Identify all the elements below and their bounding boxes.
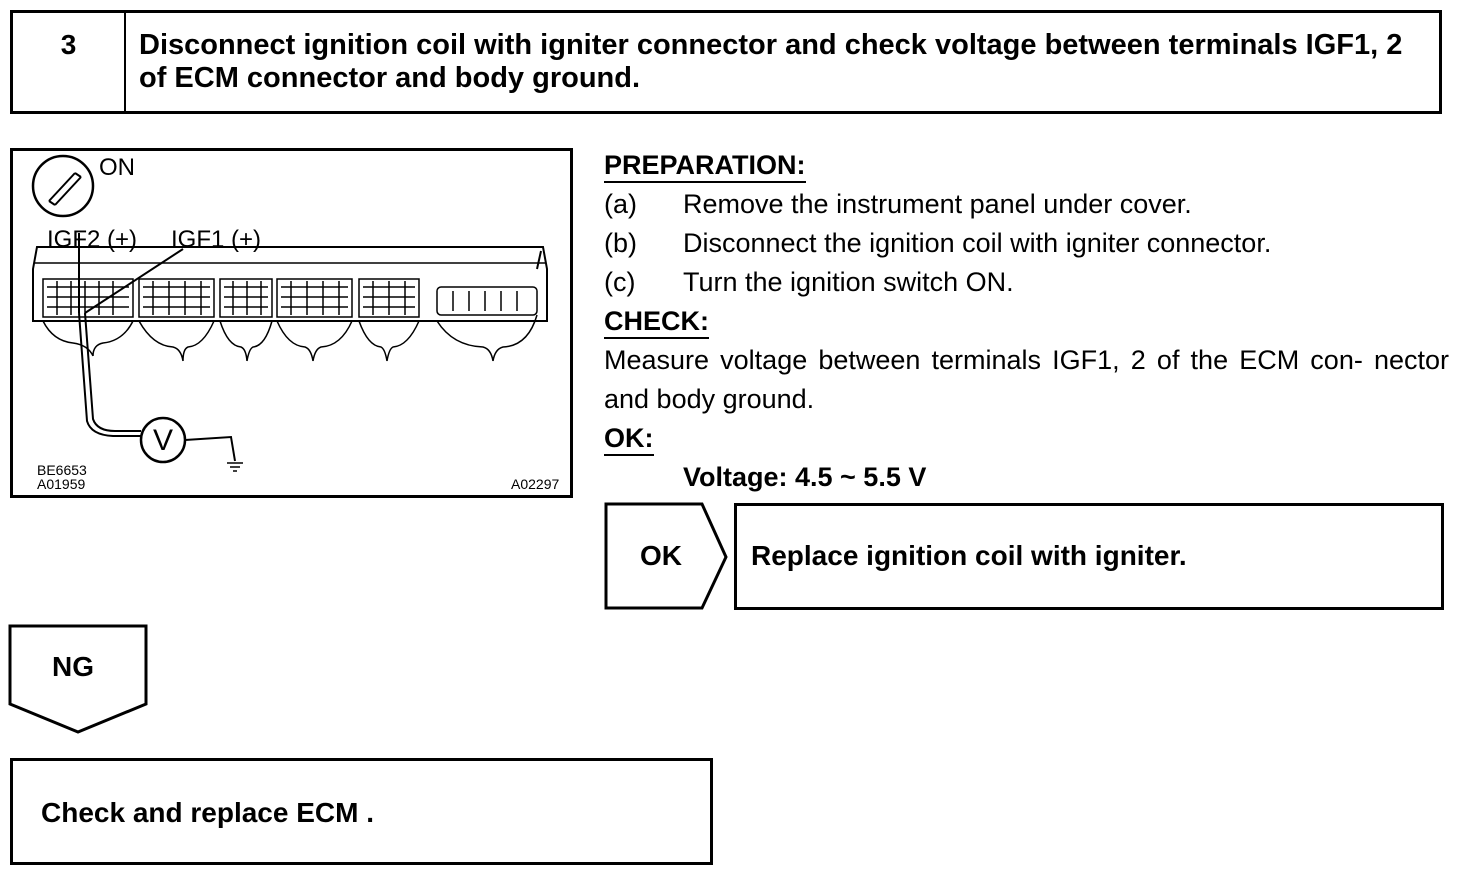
igf1-terminal-label: IGF1 (+) (171, 226, 262, 253)
ecm-housing (32, 246, 548, 322)
ok-tag-label: OK (640, 540, 682, 571)
preparation-heading: PREPARATION: (604, 149, 806, 183)
step-label: (a) (604, 189, 637, 219)
voltmeter-symbol: V (153, 424, 173, 457)
ok-result-text: Replace ignition coil with igniter. (751, 540, 1187, 571)
check-heading: CHECK: (604, 305, 709, 339)
switch-on-label: ON (99, 154, 135, 181)
figure-code-left-2: A01959 (37, 476, 86, 492)
ng-arrow-icon (8, 624, 148, 734)
step-header: 3 Disconnect ignition coil with igniter … (10, 10, 1442, 114)
step-text: Disconnect the ignition coil with ignite… (683, 228, 1272, 258)
figure-code-right: A02297 (511, 476, 560, 492)
step-title: Disconnect ignition coil with igniter co… (139, 29, 1403, 94)
ng-result-text: Check and replace ECM . (41, 797, 375, 828)
ok-result-box: Replace ignition coil with igniter. (734, 503, 1444, 610)
voltmeter-icon: V (139, 416, 236, 464)
ecm-connectors (42, 278, 538, 318)
ground-icon (227, 462, 243, 472)
step-number: 3 (13, 13, 126, 111)
figure-code-left-1: BE6653 (37, 462, 87, 478)
ok-arrow-icon (604, 502, 728, 610)
igf2-terminal-label: IGF2 (+) (47, 226, 138, 253)
ecm-connector-illustration: V (31, 154, 548, 472)
preparation-step: (a) Remove the instrument panel under co… (604, 185, 1449, 224)
instructions: PREPARATION: (a) Remove the instrument p… (604, 146, 1449, 497)
preparation-step: (b) Disconnect the ignition coil with ig… (604, 224, 1449, 263)
check-text: Measure voltage between terminals IGF1, … (604, 345, 1449, 414)
step-text: Remove the instrument panel under cover. (683, 189, 1192, 219)
step-text: Turn the ignition switch ON. (683, 267, 1014, 297)
ignition-switch-icon (31, 154, 95, 218)
voltage-spec: Voltage: 4.5 ~ 5.5 V (683, 462, 927, 492)
wiring-diagram: V ON IGF2 (+) IGF1 (+) BE6653 A01959 A02… (10, 148, 573, 498)
ng-result-box: Check and replace ECM . (10, 758, 713, 865)
preparation-step: (c) Turn the ignition switch ON. (604, 263, 1449, 302)
step-label: (b) (604, 228, 637, 258)
probe-leads (78, 233, 184, 437)
ok-heading: OK: (604, 422, 654, 456)
ng-tag-label: NG (52, 651, 94, 682)
step-label: (c) (604, 267, 636, 297)
wire-harnesses (42, 314, 538, 362)
